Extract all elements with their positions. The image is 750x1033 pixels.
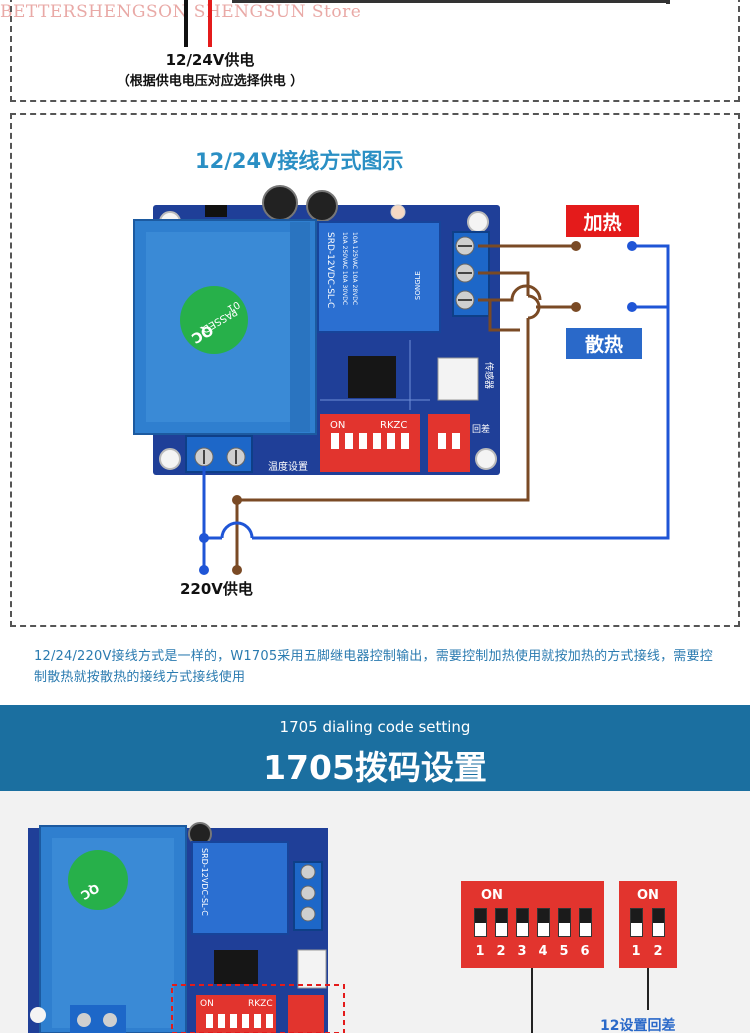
supply-220v-label: 220V供电 <box>180 580 253 598</box>
dip6-number: 3 <box>517 944 527 959</box>
sensor-label: 传感器 <box>483 362 495 389</box>
supply-12-24v-label: 12/24V供电 <box>165 51 255 69</box>
board-hysteresis-label: 回差 <box>472 423 490 435</box>
dip-switch-2-enlarged: ON 1 2 <box>619 881 677 968</box>
relay-model-text: SRD-12VDC-SL-C <box>325 232 335 308</box>
supply-note: （根据供电电压对应选择供电 ） <box>116 74 304 89</box>
board-dip-brand: RKZC <box>380 420 407 431</box>
temp-set-label: 温度设置 <box>268 460 308 473</box>
heat-label: 加热 <box>566 205 639 237</box>
cool-terminal-dot <box>571 302 581 312</box>
relay <box>317 221 441 333</box>
banner-title: 1705拨码设置 <box>263 748 487 787</box>
board-dip-on: ON <box>330 420 345 431</box>
dip6-switch-5[interactable] <box>558 908 571 937</box>
dip2-on-label: ON <box>637 888 659 903</box>
dip6-number: 6 <box>580 944 590 959</box>
dip2-number: 2 <box>653 944 663 959</box>
dip6-number: 4 <box>538 944 548 959</box>
dip6-number: 5 <box>559 944 569 959</box>
dip2-switch-1[interactable] <box>630 908 643 937</box>
dip6-on-label: ON <box>481 888 503 903</box>
dip2-number: 1 <box>631 944 641 959</box>
dip6-switch-3[interactable] <box>516 908 529 937</box>
relay-brand: SONGLE <box>414 271 422 300</box>
cool-label: 散热 <box>566 328 642 359</box>
board-dip-switch-6 <box>320 414 420 472</box>
banner-subtitle: 1705 dialing code setting <box>279 718 471 736</box>
dip6-number: 1 <box>475 944 485 959</box>
top-dashed-frame <box>10 0 740 102</box>
dip-switch-6-enlarged: ON 1 2 3 4 5 6 <box>461 881 604 968</box>
board-dip-switch-2 <box>428 414 470 472</box>
top-wire-black <box>184 0 188 47</box>
relay-spec-2: 10A 125VAC 10A 28VDC <box>351 232 358 305</box>
top-wire-red <box>208 0 212 47</box>
relay-spec-1: 10A 250VAC 10A 30VDC <box>341 232 348 305</box>
store-watermark: BETTERSHENGSON SHENGSUN Store <box>0 2 362 22</box>
dip6-number: 2 <box>496 944 506 959</box>
dip6-switch-4[interactable] <box>537 908 550 937</box>
sensor-connector <box>437 357 479 401</box>
wiring-dashed-frame <box>10 113 740 627</box>
qc-passed-stamp <box>180 286 248 354</box>
dip6-switch-6[interactable] <box>579 908 592 937</box>
heat-terminal-dot <box>571 241 581 251</box>
hysteresis-caption: 12设置回差 <box>600 1018 676 1033</box>
power-terminal-block <box>185 435 253 473</box>
controller-ic <box>348 356 396 398</box>
dip2-switch-2[interactable] <box>652 908 665 937</box>
section-banner: 1705 dialing code setting 1705拨码设置 <box>0 705 750 791</box>
wiring-description: 12/24/220V接线方式是一样的，W1705采用五脚继电器控制输出，需要控制… <box>34 649 713 685</box>
dip6-switch-2[interactable] <box>495 908 508 937</box>
transformer <box>133 219 317 435</box>
top-wire-dark <box>232 0 670 3</box>
wiring-title: 12/24V接线方式图示 <box>195 149 404 173</box>
dip6-switch-1[interactable] <box>474 908 487 937</box>
brown-wires <box>235 244 576 570</box>
